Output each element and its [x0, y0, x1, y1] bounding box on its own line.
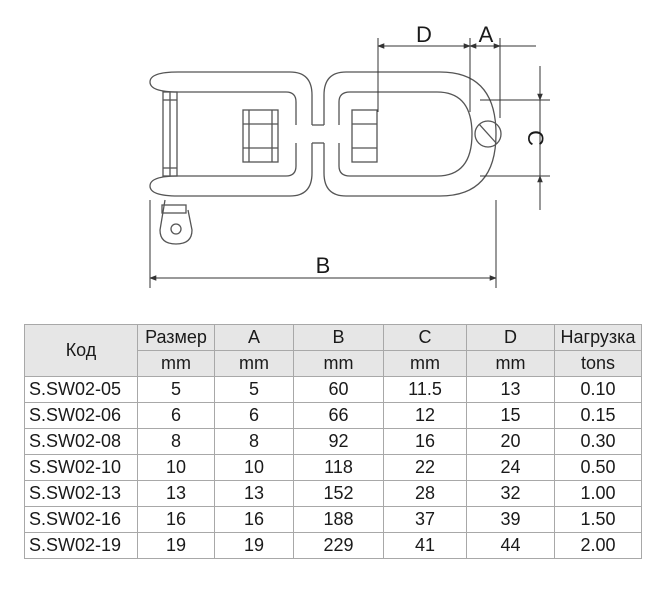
cell-b: 152	[293, 480, 384, 507]
cell-size: 16	[137, 506, 215, 533]
cell-code: S.SW02-13	[24, 480, 138, 507]
cell-size: 13	[137, 480, 215, 507]
header-row: Код Размер A B C D Нагрузка	[24, 324, 642, 377]
cell-b: 66	[293, 402, 384, 429]
cell-c: 12	[383, 402, 467, 429]
cell-a: 19	[214, 532, 294, 559]
cell-c: 37	[383, 506, 467, 533]
cell-size: 19	[137, 532, 215, 559]
cell-code: S.SW02-16	[24, 506, 138, 533]
cell-code: S.SW02-08	[24, 428, 138, 455]
cell-size: 8	[137, 428, 215, 455]
cell-size: 10	[137, 454, 215, 481]
cell-c: 11.5	[383, 376, 467, 403]
dimension-label-b: B	[316, 253, 331, 278]
cell-a: 8	[214, 428, 294, 455]
table-row: S.SW02-19 19 19 229 41 44 2.00	[24, 532, 642, 559]
dimension-label-c: C	[523, 130, 548, 146]
hex-nut-left	[242, 109, 279, 163]
cell-load: 1.50	[554, 506, 642, 533]
unit-size: mm	[137, 350, 215, 377]
cell-b: 188	[293, 506, 384, 533]
cell-a: 16	[214, 506, 294, 533]
cell-size: 6	[137, 402, 215, 429]
dimension-label-a: A	[479, 22, 494, 47]
cell-load: 0.50	[554, 454, 642, 481]
hex-nut-right	[351, 109, 378, 163]
cell-b: 60	[293, 376, 384, 403]
cell-d: 13	[466, 376, 555, 403]
cell-code: S.SW02-05	[24, 376, 138, 403]
cell-c: 22	[383, 454, 467, 481]
table-row: S.SW02-06 6 6 66 12 15 0.15	[24, 402, 642, 429]
cell-load: 0.15	[554, 402, 642, 429]
cell-b: 92	[293, 428, 384, 455]
unit-a: mm	[214, 350, 294, 377]
dimension-label-d: D	[416, 22, 432, 47]
swivel-drawing: D A C B	[149, 22, 550, 288]
header-c: C	[383, 324, 467, 351]
unit-b: mm	[293, 350, 384, 377]
cell-load: 1.00	[554, 480, 642, 507]
cell-d: 24	[466, 454, 555, 481]
cell-a: 5	[214, 376, 294, 403]
unit-d: mm	[466, 350, 555, 377]
cell-c: 41	[383, 532, 467, 559]
cell-a: 10	[214, 454, 294, 481]
header-code: Код	[24, 324, 138, 377]
cell-d: 15	[466, 402, 555, 429]
cell-b: 118	[293, 454, 384, 481]
unit-load: tons	[554, 350, 642, 377]
cell-c: 16	[383, 428, 467, 455]
table-row: S.SW02-05 5 5 60 11.5 13 0.10	[24, 376, 642, 403]
spec-table: Код Размер A B C D Нагрузка mm mm mm mm …	[24, 324, 642, 559]
unit-c: mm	[383, 350, 467, 377]
cell-d: 20	[466, 428, 555, 455]
header-b: B	[293, 324, 384, 351]
header-a: A	[214, 324, 294, 351]
header-size: Размер	[137, 324, 215, 351]
cell-d: 39	[466, 506, 555, 533]
cell-a: 6	[214, 402, 294, 429]
swivel-eye	[318, 71, 502, 197]
cell-c: 28	[383, 480, 467, 507]
table-row: S.SW02-16 16 16 188 37 39 1.50	[24, 506, 642, 533]
cell-a: 13	[214, 480, 294, 507]
cell-load: 0.10	[554, 376, 642, 403]
header-load: Нагрузка	[554, 324, 642, 351]
cell-d: 32	[466, 480, 555, 507]
dimension-lines	[149, 38, 550, 288]
table-row: S.SW02-08 8 8 92 16 20 0.30	[24, 428, 642, 455]
cell-code: S.SW02-06	[24, 402, 138, 429]
cell-load: 2.00	[554, 532, 642, 559]
cell-size: 5	[137, 376, 215, 403]
unit-row: mm mm mm mm mm tons	[25, 350, 642, 377]
cell-b: 229	[293, 532, 384, 559]
cell-code: S.SW02-19	[24, 532, 138, 559]
table-row: S.SW02-13 13 13 152 28 32 1.00	[24, 480, 642, 507]
header-d: D	[466, 324, 555, 351]
cell-d: 44	[466, 532, 555, 559]
cell-code: S.SW02-10	[24, 454, 138, 481]
table-row: S.SW02-10 10 10 118 22 24 0.50	[24, 454, 642, 481]
jaw-shackle	[149, 71, 318, 245]
cell-load: 0.30	[554, 428, 642, 455]
